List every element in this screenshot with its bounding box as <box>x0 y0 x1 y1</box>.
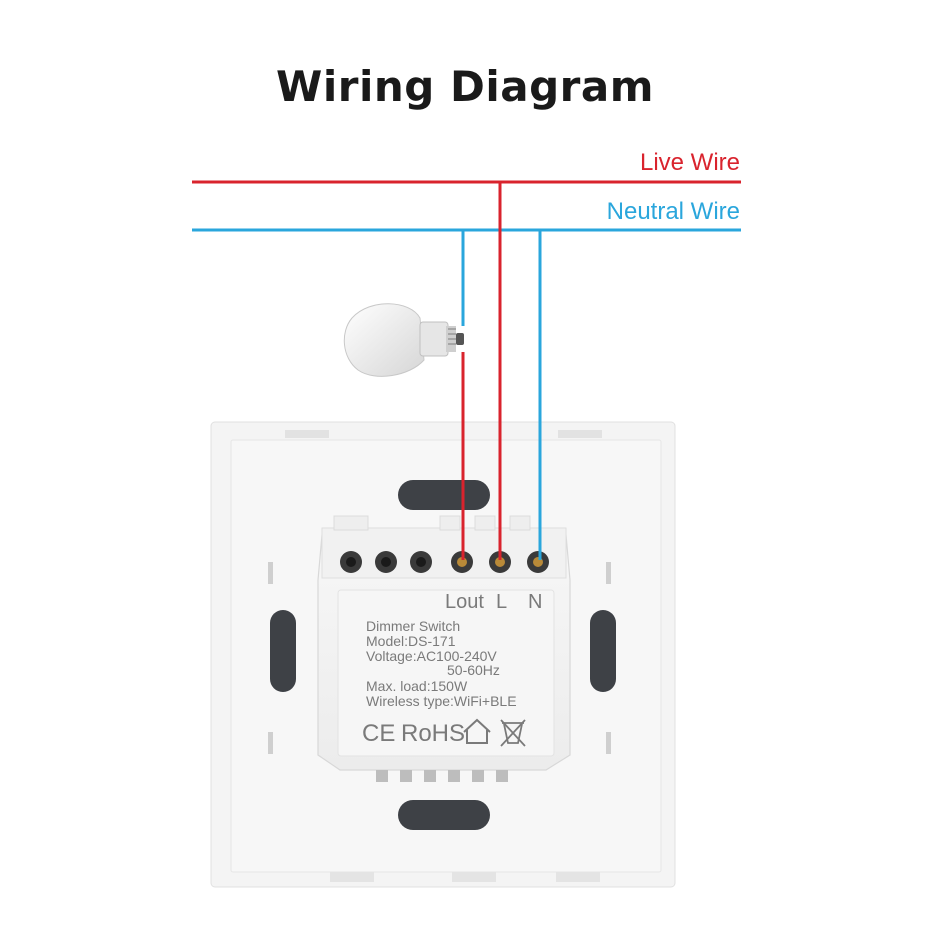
plate-line-wireless: Wireless type:WiFi+BLE <box>366 693 517 709</box>
ce-mark: CE <box>362 720 395 747</box>
house-icon <box>463 718 491 744</box>
plate-line-product: Dimmer Switch <box>366 618 460 634</box>
terminal-label-n: N <box>528 591 542 613</box>
neutral-wire-label: Neutral Wire <box>607 198 740 225</box>
terminal-label-lout: Lout <box>445 591 484 613</box>
terminal-label-l: L <box>496 591 507 613</box>
live-wire-label: Live Wire <box>640 149 740 176</box>
crossed-bin-icon <box>500 719 526 747</box>
plate-line-frequency: 50-60Hz <box>447 662 500 678</box>
rohs-mark: RoHS <box>401 720 465 747</box>
plate-line-model: Model:DS-171 <box>366 633 456 649</box>
page-title: Wiring Diagram <box>276 62 654 111</box>
light-bulb-icon <box>343 303 464 377</box>
plate-line-max-load: Max. load:150W <box>366 678 468 694</box>
dimmer-module <box>317 515 571 782</box>
plate-line-voltage: Voltage:AC100-240V <box>366 648 497 664</box>
terminal-screws <box>340 551 549 573</box>
